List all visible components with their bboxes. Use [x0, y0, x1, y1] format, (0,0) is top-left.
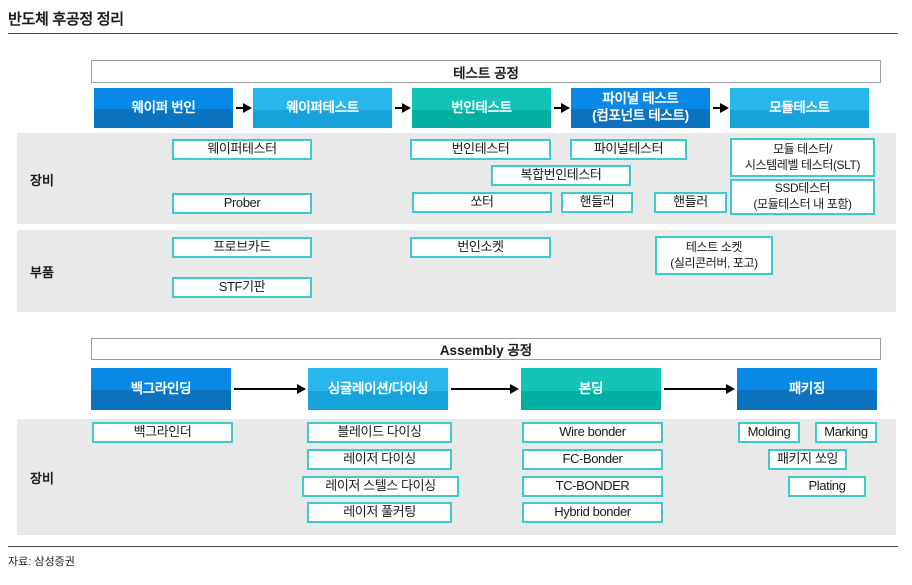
equipment-box-blade-dicing: 블레이드 다이싱 — [307, 422, 452, 443]
equipment-box-handler: 핸들러 — [561, 192, 633, 213]
equipment-box-prober: Prober — [172, 193, 312, 214]
equipment-box-laser-dicing: 레이저 다이싱 — [307, 449, 452, 470]
equipment-box-wafer-tester: 웨이퍼테스터 — [172, 139, 312, 160]
test-equipment-row-label: 장비 — [30, 173, 54, 188]
equipment-box-module-tester: 모듈 테스터/ 시스템레벨 테스터(SLT) — [730, 138, 875, 177]
test-parts-row-label: 부품 — [30, 265, 54, 280]
equipment-box-marking: Marking — [815, 422, 877, 443]
parts-box-test-socket: 테스트 소켓 (실리콘러버, 포고) — [655, 236, 773, 275]
flow-step-module-test: 모듈테스트 — [730, 88, 869, 128]
source-note: 자료: 삼성증권 — [8, 556, 75, 568]
equipment-box-module-tester-line2: 시스템레벨 테스터(SLT) — [744, 157, 861, 172]
equipment-box-sorter: 쏘터 — [412, 192, 552, 213]
equipment-box-wire-bonder: Wire bonder — [522, 422, 663, 443]
equipment-box-final-tester: 파이널테스터 — [570, 139, 687, 160]
equipment-box-package-sawing: 패키지 쏘잉 — [768, 449, 847, 470]
equipment-box-plating: Plating — [788, 476, 866, 497]
equipment-box-ssd-tester-line2: (모듈테스터 내 포함) — [753, 197, 852, 211]
flow-step-packaging: 패키징 — [737, 368, 877, 410]
title-divider — [8, 33, 898, 34]
page-title: 반도체 후공정 정리 — [8, 11, 124, 28]
parts-box-probe-card: 프로브카드 — [172, 237, 312, 258]
equipment-box-burnin-tester: 번인테스터 — [410, 139, 551, 160]
flow-arrow — [713, 102, 729, 114]
flow-step-final-test-line1: 파이널 테스트 — [602, 91, 679, 107]
footer-divider — [8, 546, 898, 547]
parts-box-test-socket-line1: 테스트 소켓 — [685, 239, 743, 254]
flow-step-backgrinding: 백그라인딩 — [91, 368, 231, 410]
equipment-box-backgrinder: 백그라인더 — [92, 422, 233, 443]
flow-arrow — [234, 383, 306, 395]
equipment-box-module-tester-line1: 모듈 테스터/ — [772, 141, 833, 156]
flow-step-wafer-burnin: 웨이퍼 번인 — [94, 88, 233, 128]
equipment-box-hybrid-burnin-tester: 복합번인테스터 — [491, 165, 631, 186]
equipment-box-fc-bonder: FC-Bonder — [522, 449, 663, 470]
equipment-box-laser-full-cutting: 레이저 풀커팅 — [307, 502, 452, 523]
flow-arrow — [664, 383, 735, 395]
flow-step-final-test-line2: (컴포넌트 테스트) — [592, 108, 689, 123]
flow-arrow — [236, 102, 252, 114]
equipment-box-tc-bonder: TC-BONDER — [522, 476, 663, 497]
flow-arrow — [395, 102, 411, 114]
equipment-box-laser-stealth-dicing: 레이저 스텔스 다이싱 — [302, 476, 459, 497]
flow-step-singulation-dicing: 싱귤레이션/다이싱 — [308, 368, 448, 410]
equipment-box-molding: Molding — [738, 422, 800, 443]
flow-arrow — [451, 383, 519, 395]
parts-box-test-socket-line2: (실리콘러버, 포고) — [670, 255, 758, 270]
flow-arrow — [554, 102, 570, 114]
test-section-header: 테스트 공정 — [91, 60, 881, 83]
equipment-box-hybrid-bonder: Hybrid bonder — [522, 502, 663, 523]
flow-step-final-test: 파이널 테스트 (컴포넌트 테스트) — [571, 88, 710, 128]
flow-step-bonding: 본딩 — [521, 368, 661, 410]
flow-step-wafer-test: 웨이퍼테스트 — [253, 88, 392, 128]
equipment-box-handler: 핸들러 — [654, 192, 727, 213]
parts-box-burnin-socket: 번인소켓 — [410, 237, 551, 258]
parts-box-stf-board: STF기판 — [172, 277, 312, 298]
assembly-section-header: Assembly 공정 — [91, 338, 881, 360]
flow-step-burnin-test: 번인테스트 — [412, 88, 551, 128]
assembly-equipment-row-label: 장비 — [30, 471, 54, 486]
equipment-box-ssd-tester-line1: SSD테스터 — [774, 181, 831, 196]
equipment-box-ssd-tester: SSD테스터 (모듈테스터 내 포함) — [730, 179, 875, 215]
